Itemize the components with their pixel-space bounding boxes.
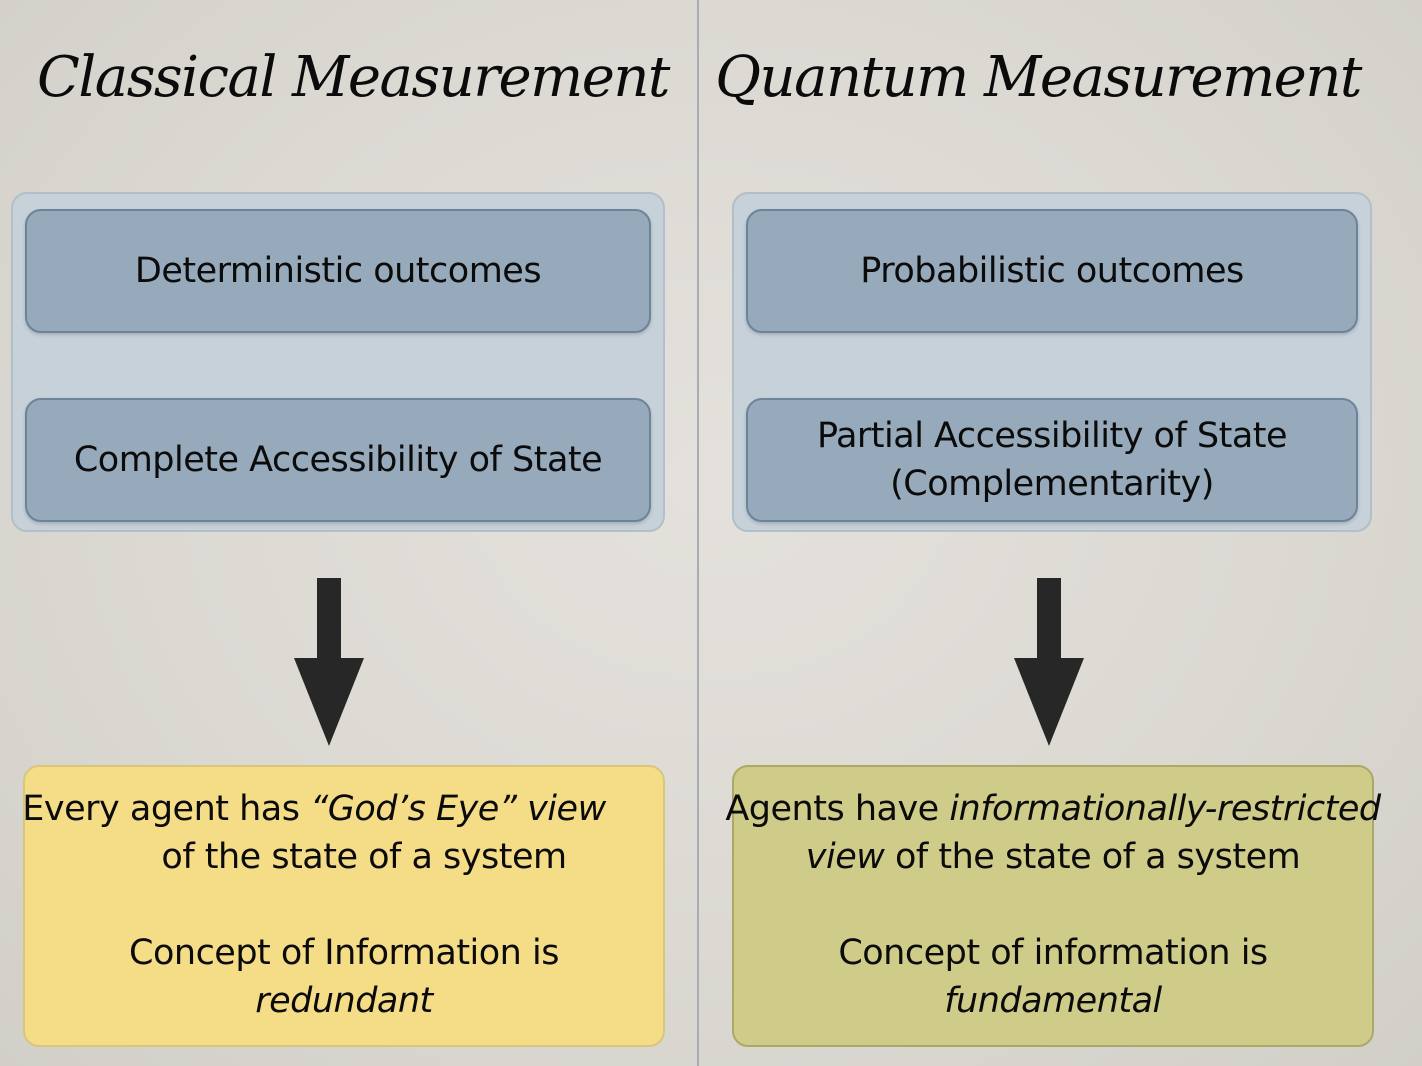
informationally-restricted-emphasis: informationally-restricted <box>949 789 1381 829</box>
quantum-conclusion-line1: Agents have informationally-restricted <box>725 789 1381 829</box>
quantum-outcomes-box: Probabilistic outcomes <box>746 209 1358 333</box>
classical-properties-group: Deterministic outcomes Complete Accessib… <box>11 192 665 532</box>
gods-eye-view-emphasis: “God’s Eye” view <box>310 789 606 829</box>
quantum-title: Quantum Measurement <box>715 45 1362 110</box>
quantum-conclusion-box: Agents have informationally-restricted v… <box>725 765 1381 1047</box>
classical-conclusion-line1: Every agent has “God’s Eye” view <box>22 789 606 829</box>
classical-information-line: Concept of Information is <box>129 933 559 973</box>
quantum-properties-group: Probabilistic outcomes Partial Accessibi… <box>732 192 1372 532</box>
quantum-complementarity-label: (Complementarity) <box>890 464 1214 504</box>
column-divider <box>697 0 699 1066</box>
quantum-down-arrow-icon <box>1014 578 1084 746</box>
classical-title: Classical Measurement <box>37 45 670 110</box>
classical-conclusion-line2: of the state of a system <box>161 837 567 877</box>
classical-accessibility-box: Complete Accessibility of State <box>25 398 651 522</box>
classical-conclusion-box: Every agent has “God’s Eye” view of the … <box>22 765 665 1047</box>
quantum-conclusion-line2: view of the state of a system <box>805 837 1301 877</box>
quantum-accessibility-label: Partial Accessibility of State <box>816 416 1288 456</box>
classical-information-qualifier: redundant <box>255 981 433 1021</box>
classical-outcomes-label: Deterministic outcomes <box>134 251 542 291</box>
quantum-information-line: Concept of information is <box>838 933 1268 973</box>
quantum-information-qualifier: fundamental <box>944 981 1162 1021</box>
classical-accessibility-label: Complete Accessibility of State <box>73 440 603 480</box>
classical-outcomes-box: Deterministic outcomes <box>25 209 651 333</box>
classical-down-arrow-icon <box>294 578 364 746</box>
quantum-accessibility-box: Partial Accessibility of State (Compleme… <box>746 398 1358 522</box>
quantum-outcomes-label: Probabilistic outcomes <box>860 251 1244 291</box>
